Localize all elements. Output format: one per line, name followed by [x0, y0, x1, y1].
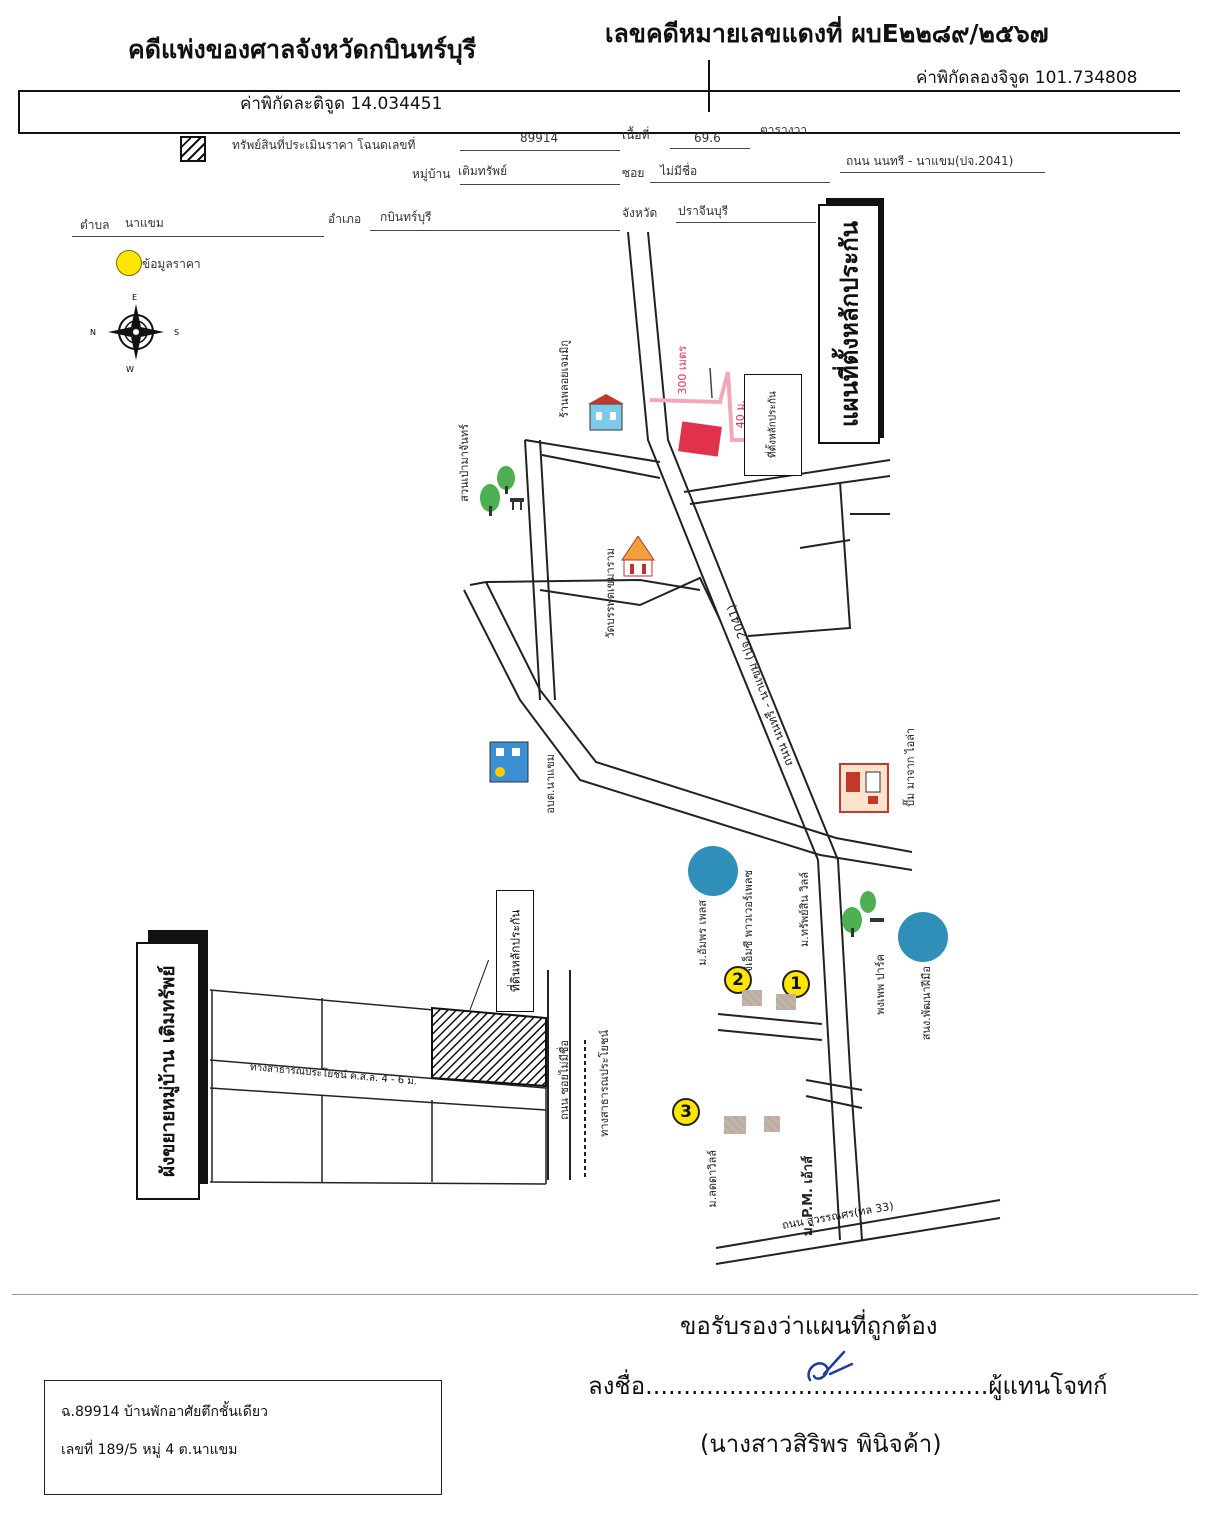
deed-number: 89914: [520, 131, 559, 145]
scale-40: 40 ม.: [734, 400, 747, 429]
m2-label: ม.อัมพร เพลส: [696, 900, 709, 966]
certify-text: ขอรับรองว่าแผนที่ถูกต้อง: [680, 1312, 938, 1340]
house-icon-b: [776, 994, 796, 1010]
compass-n: N: [90, 328, 96, 337]
apartment-label: จีเอ็มซี พาวเวอร์เพลซ: [742, 870, 755, 973]
badge-3: 3: [672, 1098, 700, 1126]
signer-name: (นางสาวสิริพร พินิจค้า): [700, 1430, 942, 1458]
scale-300: 300 เมตร: [676, 346, 689, 395]
house-icon-c: [724, 1116, 746, 1134]
building-icon-1: [688, 846, 738, 896]
collateral-label-box: ที่ตั้งหลักประกัน: [744, 374, 802, 476]
area-unit: ตารางวา: [760, 123, 808, 137]
deed-line: ฉ.89914 บ้านพักอาศัยตึกชั้นเดียว: [61, 1404, 268, 1420]
school-label: สนง.พัฒนาฝีมือ: [920, 966, 933, 1041]
temple-label: วัดบรรพตเขมาราม: [604, 548, 617, 639]
road-map: [463, 231, 1001, 1265]
sao-icon: [489, 741, 529, 783]
district-value: กบินทร์บุรี: [380, 210, 432, 224]
house-icon-a: [742, 990, 762, 1006]
village-label: หมู่บ้าน: [412, 167, 451, 181]
property-box: ฉ.89914 บ้านพักอาศัยตึกชั้นเดียว เลขที่ …: [44, 1380, 442, 1495]
address-line: เลขที่ 189/5 หมู่ 4 ต.นาแขม: [61, 1442, 238, 1458]
signature-mark: [807, 1350, 854, 1382]
hatched-legend-icon: [180, 136, 206, 162]
province-value: ปราจีนบุรี: [678, 204, 729, 218]
store-icon: [839, 763, 889, 813]
store-label: ปั๊ม มาจาก ไอล่า: [904, 728, 917, 807]
m3-label: ม.ลดดาวิลล์: [706, 1150, 719, 1208]
header-frame: [18, 60, 1180, 134]
soi-value: ไม่มีชื่อ: [660, 164, 698, 178]
park-icon: [480, 466, 524, 516]
sign-line: ลงชื่อ..................................…: [588, 1372, 1108, 1400]
area-value: 69.6: [694, 131, 721, 145]
park2-icon: [842, 891, 884, 937]
village-plan-title: ผังขยายหมู่บ้าน เติมทรัพย์: [136, 942, 200, 1200]
area-label: เนื้อที่: [622, 128, 650, 142]
shop-icon: [588, 394, 624, 431]
badge-2: 2: [724, 966, 752, 994]
longitude-text: ค่าพิกัดลองจิจูด 101.734808: [916, 68, 1138, 88]
court-title: คดีแพ่งของศาลจังหวัดกบินทร์บุรี: [128, 35, 477, 64]
village-value: เติมทรัพย์: [458, 164, 508, 178]
badge-1: 1: [782, 970, 810, 998]
building-icon-2: [898, 912, 948, 962]
sao-label: อบต.นาแขม: [544, 754, 557, 814]
public-path-2-label: ทางสาธารณประโยชน์: [598, 1030, 611, 1137]
road-value: ถนน นนทรี - นาแขม(ปจ.2041): [846, 154, 1014, 168]
temple-icon: [621, 536, 655, 577]
m1-label: ม.ทรัพย์สิน วิลล์: [798, 872, 811, 947]
shop-label: ร้านพลอยเจมมิกู: [558, 340, 571, 419]
soi-label: ซอย: [622, 166, 645, 180]
subdistrict-value: นาแขม: [125, 216, 164, 230]
village-plan: [209, 960, 547, 1185]
price-info-icon: [116, 250, 142, 276]
province-label: จังหวัด: [622, 206, 658, 220]
compass-w: W: [126, 365, 134, 374]
bottom-divider: [12, 1294, 1198, 1295]
compass-e: E: [132, 293, 137, 302]
compass-icon: E N S W: [90, 293, 179, 374]
price-info-label: ข้อมูลราคา: [142, 257, 201, 271]
compass-s: S: [174, 328, 179, 337]
district-label: อำเภอ: [328, 212, 362, 226]
subdistrict-label: ตำบล: [80, 218, 110, 232]
park-label: สวนเป่ามาจันทร์: [458, 424, 471, 502]
collateral-plot-label: ที่ดินหลักประกัน: [496, 890, 534, 1012]
soi-road-label: ถนน ซอยไม่มีชื่อ: [558, 1040, 571, 1120]
park2-label: พงเพพ ปาร์ค: [874, 954, 887, 1015]
latitude-text: ค่าพิกัดละติจูด 14.034451: [240, 94, 443, 114]
case-number: เลขคดีหมายเลขแดงที่ ผบE๒๒๘๙/๒๕๖๗: [605, 19, 1049, 48]
asset-label: ทรัพย์สินที่ประเมินราคา โฉนดเลขที่: [232, 138, 416, 152]
house-icon-d: [764, 1116, 780, 1132]
